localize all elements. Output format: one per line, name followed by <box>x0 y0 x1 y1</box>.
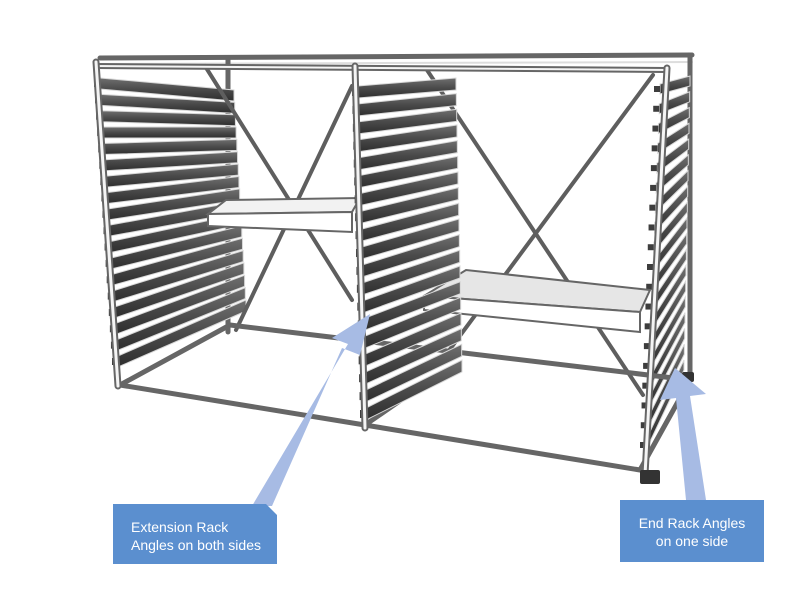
end-callout-box <box>620 500 764 562</box>
extension-callout-line2: Angles on both sides <box>131 537 261 553</box>
left-slat-5 <box>103 138 238 155</box>
shelf-right <box>420 268 652 334</box>
right-slat-tab-6 <box>650 184 657 191</box>
right-slat-tab-19 <box>640 442 646 448</box>
extension-callout-line1: Extension Rack <box>131 519 229 535</box>
right-slat-tab-4 <box>651 145 658 152</box>
right-slat-tab-3 <box>652 125 659 132</box>
right-slat-tab-11 <box>646 283 653 290</box>
end-arrow <box>660 368 706 500</box>
end-callout-text: End Rack Angles on one side <box>620 500 764 562</box>
right-slat-tab-13 <box>644 323 651 330</box>
left-slat-3 <box>101 110 236 127</box>
right-slat-tab-14 <box>643 343 650 350</box>
right-slat-tab-2 <box>653 105 660 112</box>
extension-arrow <box>252 314 370 506</box>
extension-callout-box <box>113 504 277 564</box>
end-callout-line1: End Rack Angles <box>638 515 746 531</box>
end-callout-line2: on one side <box>655 533 729 549</box>
right-slat-tab-10 <box>647 264 653 270</box>
right-slat-tab-18 <box>640 422 647 429</box>
right-slat-tab-1 <box>654 86 660 92</box>
left-section-slats <box>94 77 247 368</box>
right-slat-tab-15 <box>643 362 650 369</box>
right-slat-tab-12 <box>645 303 652 310</box>
right-slat-tab-9 <box>647 244 654 251</box>
shelf-left <box>205 196 362 234</box>
extension-callout-text: Extension Rack Angles on both sides <box>113 504 277 564</box>
middle-section-slats <box>352 77 463 421</box>
right-slat-tab-16 <box>642 382 649 389</box>
front-frame <box>92 58 671 479</box>
right-slat-tab-7 <box>649 204 656 211</box>
right-slat-tab-17 <box>641 402 648 409</box>
left-slat-4 <box>102 126 237 139</box>
right-slat-tab-5 <box>650 165 657 172</box>
right-slat-tab-8 <box>648 224 655 231</box>
